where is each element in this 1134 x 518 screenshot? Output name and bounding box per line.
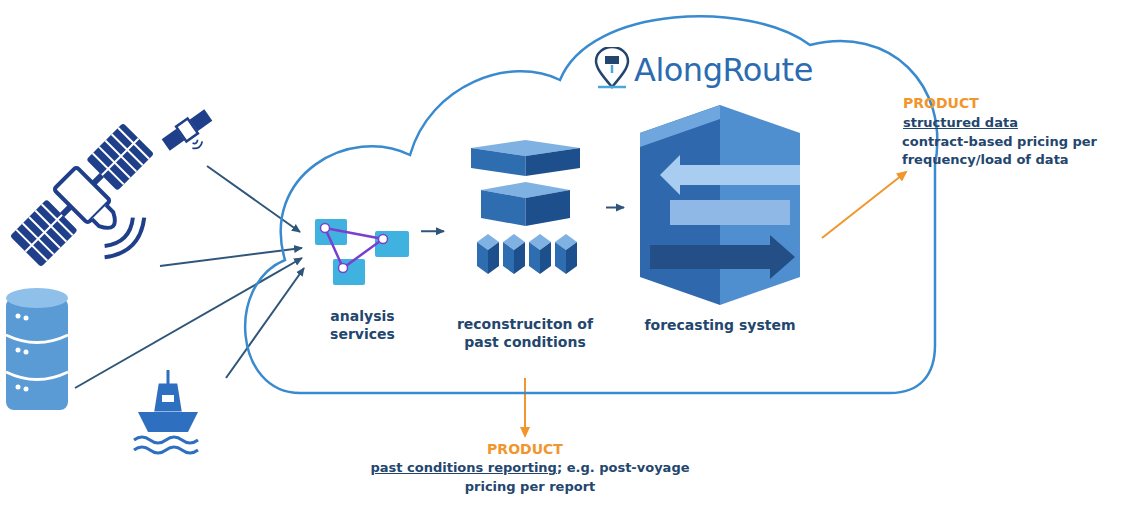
service-node: reconstruciton of past conditions [445,140,605,351]
database-icon [6,288,68,410]
node-label: reconstruciton of past conditions [445,316,605,351]
node-icon [463,140,588,280]
node-icon [313,215,413,290]
flow-arrow [606,207,624,209]
node-body: reconstruciton of past conditions [445,140,605,351]
logo-text: AlongRoute [634,51,813,89]
small-satellite [161,108,221,162]
flow-arrow [421,230,444,232]
node-icon [630,105,810,305]
product-text: contract-based pricing per frequency/loa… [902,133,1128,168]
service-node: analysis services [305,215,420,343]
cloud-outline [230,5,945,405]
forecasting-icon [630,105,810,305]
node-body: analysis services [305,215,420,343]
node-body: forecasting system [625,105,815,335]
product-heading: PRODUCT [487,440,563,459]
product-text: structured data [903,114,1018,132]
product-heading: PRODUCT [903,94,979,113]
buoy-icon [134,370,198,453]
node-label: analysis services [305,308,420,343]
service-node: forecasting system [625,105,815,335]
logo-pin [592,47,632,91]
node-label: forecasting system [644,317,795,335]
cloud-region: AlongRoute analysis services reconstrucito… [230,5,945,405]
big-satellite [8,121,188,301]
product-text: past conditions reporting [370,459,556,477]
analysis-icon [313,215,413,290]
cube-stack-icon [463,140,588,280]
product-text: pricing per report [465,478,596,496]
inflow-arrows [75,166,304,388]
product-text: ; e.g. post-voyage [557,459,690,477]
product-arrows [525,172,906,436]
